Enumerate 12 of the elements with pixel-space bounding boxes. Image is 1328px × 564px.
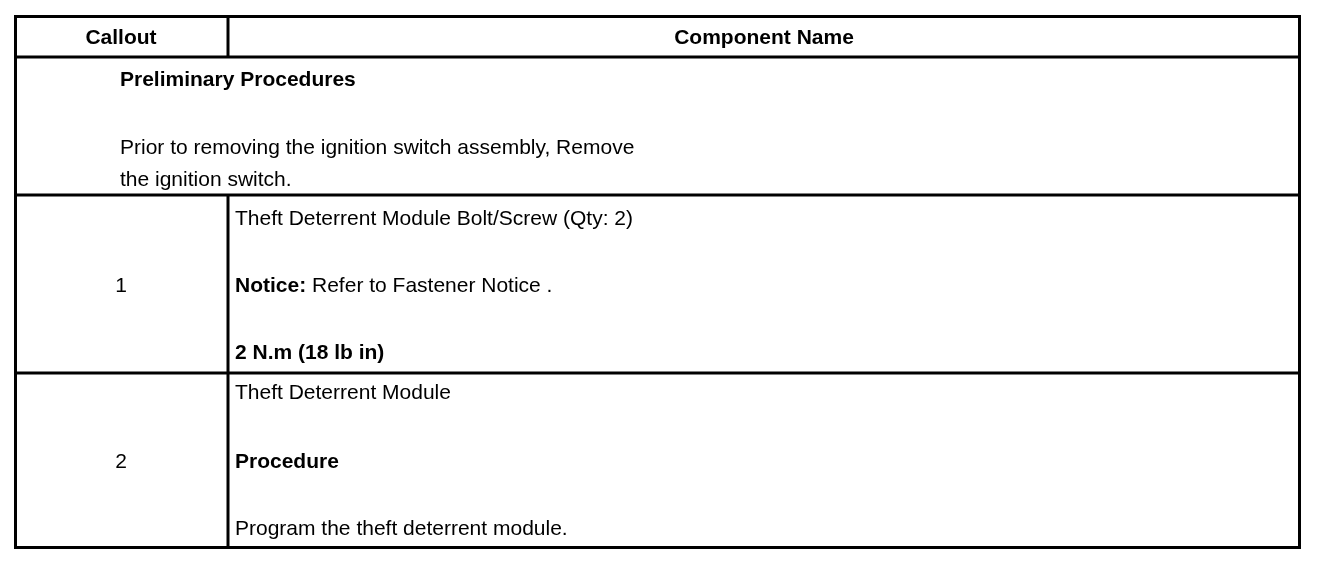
notice-text: Notice: Refer to Fastener Notice . [235,272,553,298]
procedure-heading: Procedure [235,448,339,474]
callout-number: 1 [115,272,127,298]
component-name: Theft Deterrent Module Bolt/Screw (Qty: 2) [235,205,633,231]
column-header: Callout [85,24,157,50]
column-header: Component Name [674,24,854,50]
instruction-text: Prior to removing the ignition switch assembly, Remove the ignition switch. [120,134,636,192]
callout-number: 2 [115,448,127,474]
section-heading: Preliminary Procedures [120,66,356,92]
procedure-text: Program the theft deterrent module. [235,515,568,541]
torque-spec: 2 N.m (18 lb in) [235,339,385,365]
component-name: Theft Deterrent Module [235,379,451,405]
